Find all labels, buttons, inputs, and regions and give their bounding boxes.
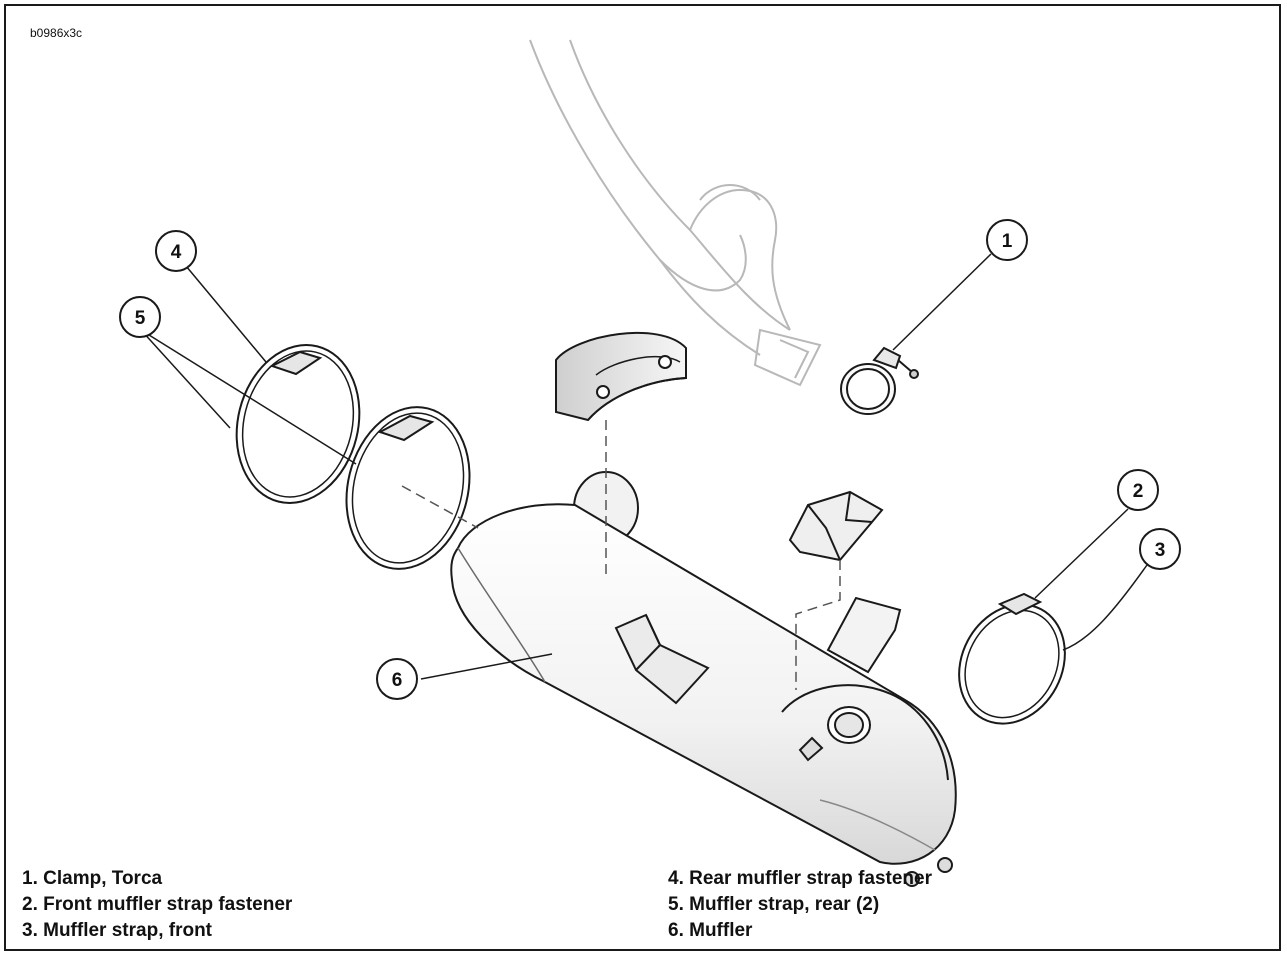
strap-bracket	[826, 596, 902, 674]
svg-text:2: 2	[1133, 481, 1144, 502]
heat-shield	[555, 331, 687, 422]
callout-2: 2	[1117, 469, 1159, 511]
callout-6: 6	[376, 658, 418, 700]
svg-text:3: 3	[1155, 540, 1166, 561]
legend-item-6: 6. Muffler	[668, 920, 753, 941]
legend-right: 4. Rear muffler strap fastener 5. Muffle…	[668, 866, 932, 944]
alignment-lines	[401, 420, 841, 690]
callout-1: 1	[986, 219, 1028, 261]
svg-text:4: 4	[171, 242, 182, 263]
front-muffler-strap	[958, 592, 1066, 725]
rear-muffler-straps	[235, 344, 471, 570]
callout-3: 3	[1139, 528, 1181, 570]
legend-item-5: 5. Muffler strap, rear (2)	[668, 894, 880, 915]
exhaust-pipe	[529, 39, 822, 387]
svg-text:5: 5	[135, 308, 146, 329]
legend-left: 1. Clamp, Torca 2. Front muffler strap f…	[22, 866, 292, 944]
diagram-frame	[4, 4, 1281, 951]
figure-id: b0986x3c	[30, 26, 83, 40]
legend-item-2: 2. Front muffler strap fastener	[22, 894, 293, 915]
callout-5: 5	[119, 296, 161, 338]
leader-lines	[140, 253, 1148, 680]
callout-4: 4	[155, 230, 197, 272]
legend-item-4: 4. Rear muffler strap fastener	[668, 868, 932, 889]
hanger-bracket	[788, 490, 884, 562]
legend-item-3: 3. Muffler strap, front	[22, 920, 213, 941]
svg-text:1: 1	[1002, 231, 1013, 252]
torca-clamp	[840, 346, 919, 415]
muffler	[450, 471, 957, 887]
legend-item-1: 1. Clamp, Torca	[22, 868, 163, 889]
svg-text:6: 6	[392, 670, 403, 691]
